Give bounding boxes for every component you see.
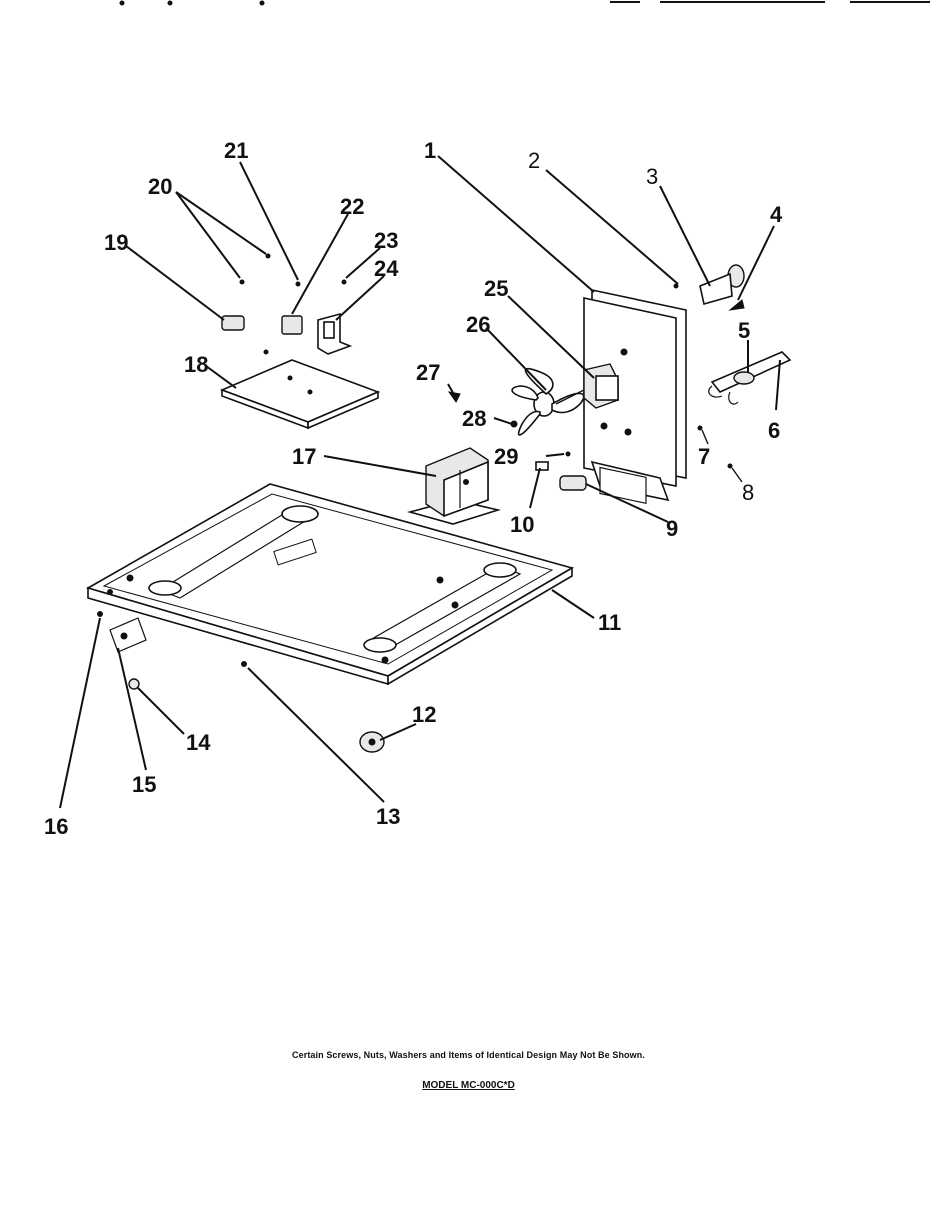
callout-18: 18 [184,352,208,377]
control-bracket [219,253,381,430]
model-number: MODEL MC-000C*D [422,1080,515,1091]
base-plate [85,483,575,686]
lamp-assembly [673,264,792,469]
callout-1: 1 [424,138,436,163]
callout-23: 23 [374,228,398,253]
small-hardware [97,611,385,753]
callout-9: 9 [666,516,678,541]
callout-10: 10 [510,512,534,537]
callout-15: 15 [132,772,156,797]
callout-11: 11 [598,610,621,635]
callout-2: 2 [528,148,540,173]
callout-14: 14 [186,730,211,755]
callout-6: 6 [768,418,780,443]
fan-blade [511,367,585,436]
callout-26: 26 [466,312,490,337]
transformer [406,447,502,525]
callout-24: 24 [374,256,399,281]
callout-27: 27 [416,360,440,385]
callout-8: 8 [742,480,754,505]
callout-3: 3 [646,164,658,189]
callout-19: 19 [104,230,128,255]
callout-4: 4 [770,202,783,227]
callout-21: 21 [224,138,248,163]
callout-5: 5 [738,318,750,343]
callout-13: 13 [376,804,400,829]
callout-12: 12 [412,702,436,727]
callout-16: 16 [44,814,68,839]
callout-17: 17 [292,444,316,469]
top-edge-marks [119,0,930,6]
callout-7: 7 [698,444,710,469]
leader-lines [59,155,781,809]
callout-20: 20 [148,174,172,199]
callout-labels: 1 2 3 4 5 6 7 8 9 10 11 12 13 14 15 16 1… [44,138,783,839]
callout-25: 25 [484,276,508,301]
motor-plate [510,289,687,505]
callout-29: 29 [494,444,518,469]
footnote: Certain Screws, Nuts, Washers and Items … [292,1050,645,1060]
callout-28: 28 [462,406,486,431]
callout-22: 22 [340,194,364,219]
